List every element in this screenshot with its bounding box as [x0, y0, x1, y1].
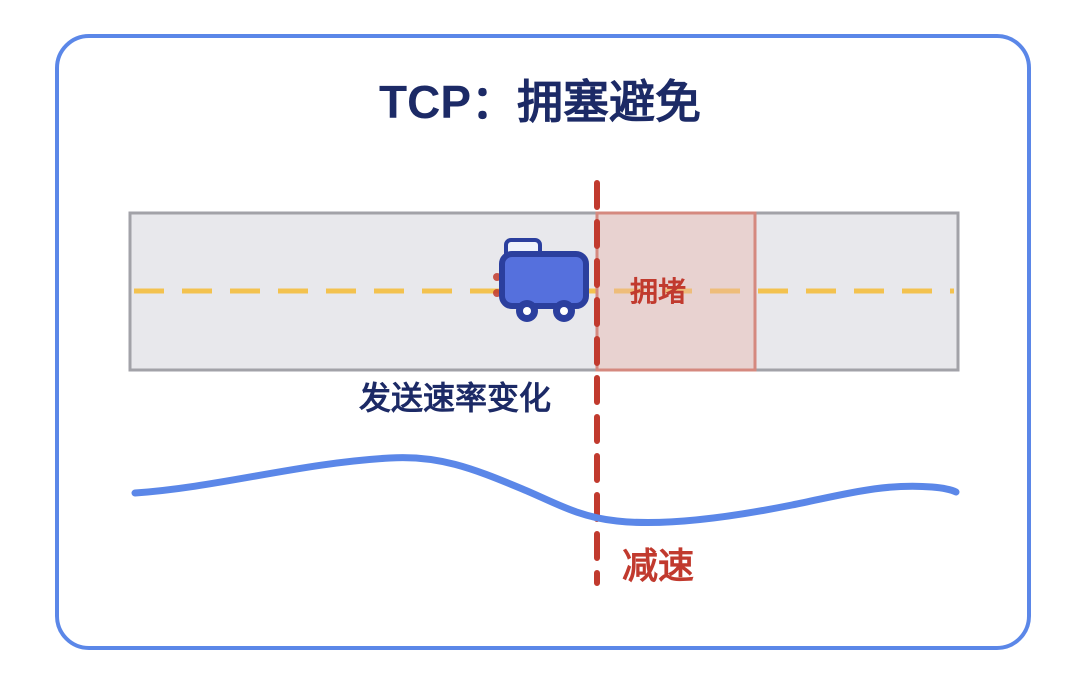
send-rate-label: 发送速率变化 [359, 380, 551, 416]
congestion-label: 拥堵 [630, 276, 686, 307]
congestion-zone [595, 211, 757, 372]
diagram-frame [55, 34, 1031, 650]
slowdown-label: 减速 [622, 545, 694, 586]
truck-icon [493, 238, 589, 322]
truck-body [499, 251, 589, 309]
truck-wheel-hub [560, 307, 568, 315]
truck-wheel-hub [523, 307, 531, 315]
diagram-title: TCP：拥塞避免 [379, 76, 701, 128]
rate-curve [131, 454, 960, 527]
